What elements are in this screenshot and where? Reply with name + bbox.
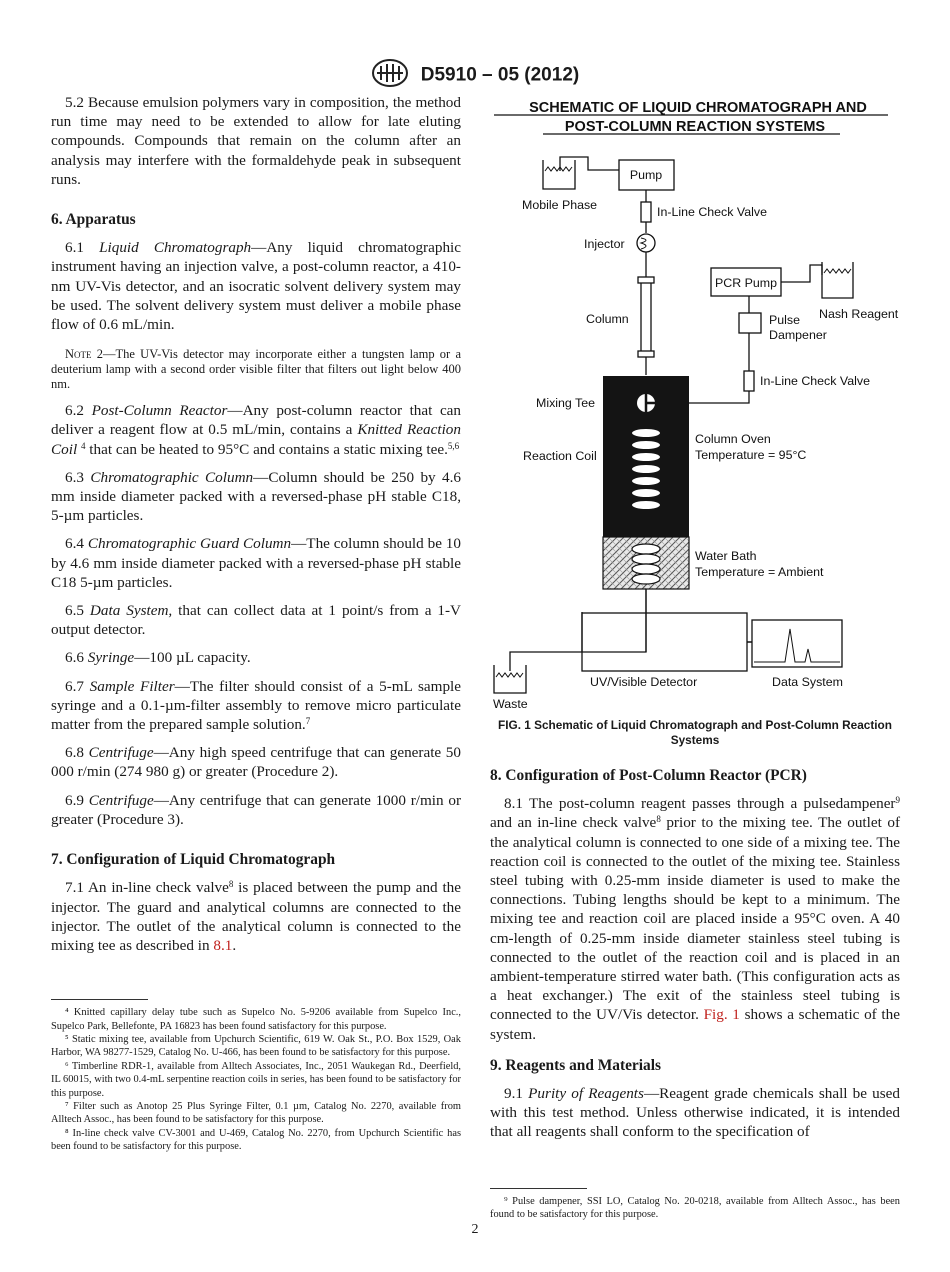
injector-label: Injector [584, 237, 625, 251]
detector-label: UV/Visible Detector [590, 675, 697, 689]
paragraph-6-2: 6.2 Post-Column Reactor—Any post-column … [51, 402, 462, 458]
paragraph-8-1: 8.1 The post-column reagent passes throu… [490, 795, 900, 1043]
left-column: 5.2 Because emulsion polymers vary in co… [51, 93, 461, 1154]
column-oven-label: Column Oven [695, 432, 771, 446]
column-label: Column [586, 312, 629, 326]
figure-1-caption: FIG. 1 Schematic of Liquid Chromatograph… [498, 718, 892, 747]
mixing-tee-label: Mixing Tee [536, 396, 595, 410]
footnote-6: ⁶ Timberline RDR-1, available from Allte… [51, 1060, 461, 1099]
check-valve-2-label: In-Line Check Valve [760, 374, 870, 388]
footnote-divider [51, 999, 148, 1001]
paragraph-6-4: 6.4 Chromatographic Guard Column—The col… [51, 535, 461, 591]
footnote-7: ⁷ Filter such as Anotop 25 Plus Syringe … [51, 1100, 461, 1126]
paragraph-6-5: 6.5 Data System, that can collect data a… [51, 602, 461, 639]
waste-label: Waste [493, 697, 528, 711]
paragraph-6-8: 6.8 Centrifuge—Any high speed centrifuge… [51, 744, 461, 781]
paragraph-6-6: 6.6 Syringe—100 µL capacity. [65, 649, 251, 667]
page-header: D5910 – 05 (2012) [0, 58, 950, 93]
figure-title-line-1: SCHEMATIC OF LIQUID CHROMATOGRAPH AND [529, 100, 867, 116]
pcr-pump-label: PCR Pump [715, 276, 777, 290]
pulse-dampener-box [738, 312, 762, 334]
column-bottom-fitting [637, 350, 655, 358]
footnote-9: ⁹ Pulse dampener, SSI LO, Catalog No. 20… [490, 1195, 900, 1221]
heat-exchanger-coil [631, 543, 661, 585]
document-id: D5910 – 05 (2012) [420, 64, 580, 86]
footnote-8: ⁸ In-line check valve CV-3001 and U-469,… [51, 1127, 461, 1153]
page-number: 2 [471, 1222, 479, 1237]
figure-title-line-2: POST-COLUMN REACTION SYSTEMS [565, 119, 826, 135]
column-top-fitting [637, 276, 655, 284]
mobile-phase-label: Mobile Phase [522, 198, 597, 212]
reaction-coil-symbol [632, 429, 660, 509]
data-system-label: Data System [772, 675, 843, 689]
check-valve-1-label: In-Line Check Valve [657, 205, 767, 219]
footnote-5: ⁵ Static mixing tee, available from Upch… [51, 1033, 461, 1059]
footnote-divider-right [490, 1187, 587, 1189]
paragraph-6-7: 6.7 Sample Filter—The filter should cons… [51, 677, 462, 734]
nash-reagent-label: Nash Reagent [819, 307, 899, 321]
reaction-coil-label: Reaction Coil [523, 449, 597, 463]
data-system-box [751, 619, 843, 668]
note-2: Note 2—The UV-Vis detector may incorpora… [51, 347, 461, 392]
paragraph-7-1: 7.1 An in-line check valve8 is placed be… [51, 879, 461, 954]
section-7-heading: 7. Configuration of Liquid Chromatograph [51, 851, 336, 869]
oven-temperature-label: Temperature = 95°C [695, 448, 806, 462]
check-valve-2 [743, 370, 755, 392]
pump-label: Pump [630, 168, 662, 182]
paragraph-6-1: 6.1 Liquid Chromatograph—Any liquid chro… [51, 239, 461, 334]
section-6-heading: 6. Apparatus [51, 211, 136, 229]
footnote-4: ⁴ Knitted capillary delay tube such as S… [51, 1007, 461, 1032]
astm-logo-icon [371, 58, 409, 93]
nash-reagent-beaker [821, 262, 854, 299]
check-valve-1 [640, 201, 652, 223]
figure-1-schematic: SCHEMATIC OF LIQUID CHROMATOGRAPH AND PO… [490, 97, 900, 694]
right-column: 8. Configuration of Post-Column Reactor … [490, 752, 900, 1221]
dampener-label: Dampener [769, 328, 827, 342]
section-8-1-link[interactable]: 8.1 [213, 936, 233, 954]
paragraph-5-2: 5.2 Because emulsion polymers vary in co… [51, 94, 461, 188]
waste-beaker [493, 665, 527, 694]
mobile-phase-beaker [542, 160, 576, 190]
paragraph-6-9: 6.9 Centrifuge—Any centrifuge that can g… [51, 791, 462, 828]
section-9-heading: 9. Reagents and Materials [490, 1056, 661, 1074]
figure-1-link[interactable]: Fig. 1 [703, 1006, 740, 1024]
paragraph-6-3: 6.3 Chromatographic Column—Column should… [51, 468, 462, 525]
paragraph-9-1: 9.1 Purity of Reagents—Reagent grade che… [490, 1085, 901, 1141]
uv-visible-detector-box [581, 612, 748, 672]
water-bath-label: Water Bath [695, 549, 757, 563]
pulse-label: Pulse [769, 313, 800, 327]
bath-temperature-label: Temperature = Ambient [695, 565, 824, 579]
section-8-heading: 8. Configuration of Post-Column Reactor … [490, 767, 807, 784]
